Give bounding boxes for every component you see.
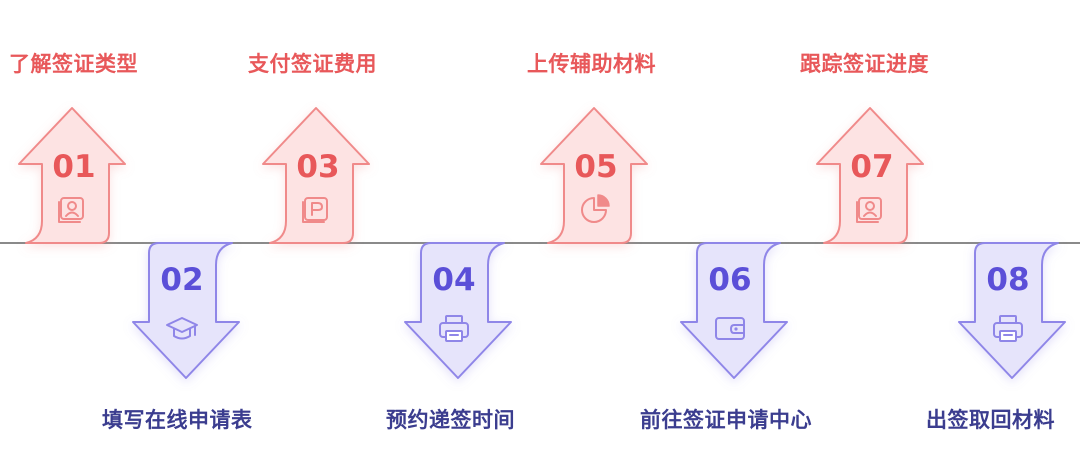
printer-icon — [439, 315, 469, 342]
step-04-label: 预约递签时间 — [386, 408, 515, 432]
timeline-axis — [0, 242, 1080, 244]
step-07-arrow: 07 — [816, 107, 924, 244]
step-02-label: 填写在线申请表 — [102, 408, 253, 432]
step-06-label: 前往签证申请中心 — [640, 408, 812, 432]
step-02-arrow-shape — [132, 242, 240, 379]
step-05-arrow: 05 — [540, 107, 648, 244]
parking-ticket-icon — [302, 197, 328, 223]
step-02-arrow: 02 — [132, 242, 240, 379]
id-card-icon — [856, 197, 882, 223]
step-04-arrow: 04 — [404, 242, 512, 379]
step-06-arrow: 06 — [680, 242, 788, 379]
step-08-arrow: 08 — [958, 242, 1066, 379]
pie-chart-icon — [581, 194, 610, 223]
step-07-arrow-shape — [816, 107, 924, 244]
step-03-label: 支付签证费用 — [248, 52, 377, 76]
step-04-arrow-shape — [404, 242, 512, 379]
step-04-number: 04 — [432, 262, 475, 298]
step-06-number: 06 — [708, 262, 751, 298]
step-02-number: 02 — [160, 262, 203, 298]
step-01-arrow-shape — [18, 107, 126, 244]
step-03-arrow-shape — [262, 107, 370, 244]
step-07-label: 跟踪签证进度 — [800, 52, 929, 76]
printer-icon — [993, 315, 1023, 342]
wallet-icon — [715, 317, 745, 340]
step-01-label: 了解签证类型 — [9, 52, 138, 76]
step-05-number: 05 — [574, 149, 617, 185]
step-05-arrow-shape — [540, 107, 648, 244]
step-08-label: 出签取回材料 — [926, 408, 1055, 432]
id-card-icon — [58, 197, 84, 223]
step-03-arrow: 03 — [262, 107, 370, 244]
step-01-arrow: 01 — [18, 107, 126, 244]
step-06-arrow-shape — [680, 242, 788, 379]
step-03-number: 03 — [296, 149, 339, 185]
step-08-arrow-shape — [958, 242, 1066, 379]
step-05-label: 上传辅助材料 — [527, 52, 656, 76]
step-07-number: 07 — [850, 149, 893, 185]
step-08-number: 08 — [986, 262, 1029, 298]
step-01-number: 01 — [52, 149, 95, 185]
graduation-cap-icon — [166, 317, 198, 340]
